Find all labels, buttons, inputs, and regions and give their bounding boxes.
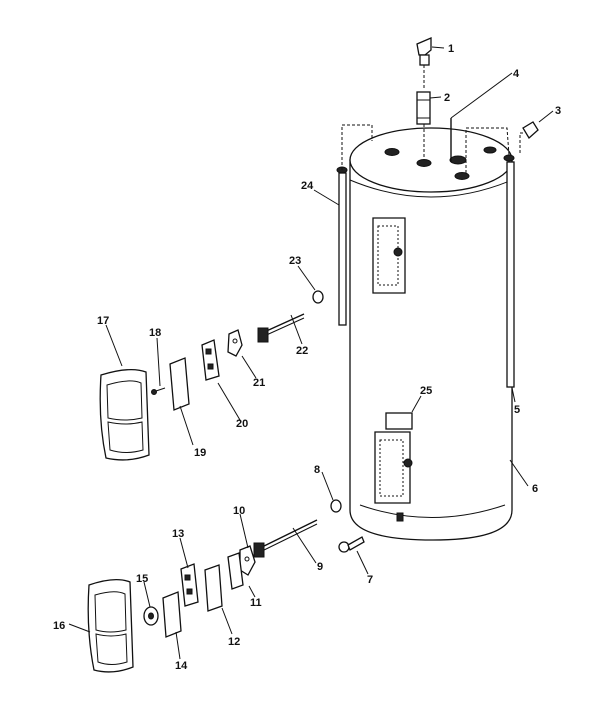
upper-screw bbox=[151, 387, 166, 395]
callout-2: 2 bbox=[444, 92, 450, 104]
heat-trap-nipple bbox=[416, 91, 431, 125]
callout-24: 24 bbox=[301, 180, 314, 192]
callout-25: 25 bbox=[420, 385, 432, 397]
callout-8: 8 bbox=[314, 464, 320, 476]
lower-element-bracket bbox=[239, 545, 256, 576]
lower-plug bbox=[143, 606, 159, 626]
callout-16: 16 bbox=[53, 620, 65, 632]
upper-access-cover bbox=[99, 368, 150, 461]
lower-access-cover bbox=[87, 578, 134, 673]
lower-heating-element bbox=[253, 519, 318, 558]
lower-insulation-pad bbox=[204, 564, 223, 612]
callout-13: 13 bbox=[172, 528, 184, 540]
callout-19: 19 bbox=[194, 447, 206, 459]
callout-4: 4 bbox=[513, 68, 520, 80]
callout-5: 5 bbox=[514, 404, 520, 416]
upper-element-bracket bbox=[227, 329, 243, 357]
upper-thermostat bbox=[201, 339, 220, 381]
callout-18: 18 bbox=[149, 327, 161, 339]
relief-valve bbox=[416, 37, 432, 66]
callout-23: 23 bbox=[289, 255, 301, 267]
callout-1: 1 bbox=[448, 43, 454, 55]
callout-15: 15 bbox=[136, 573, 148, 585]
drain-valve bbox=[338, 536, 365, 553]
callout-6: 6 bbox=[532, 483, 538, 495]
upper-heating-element bbox=[257, 313, 305, 343]
callout-20: 20 bbox=[236, 418, 248, 430]
callout-10: 10 bbox=[233, 505, 245, 517]
callout-17: 17 bbox=[97, 315, 109, 327]
upper-insulation-pad bbox=[169, 357, 190, 411]
lower-thermostat bbox=[227, 552, 244, 590]
callout-7: 7 bbox=[367, 574, 373, 586]
upper-gasket bbox=[312, 290, 324, 304]
callout-9: 9 bbox=[317, 561, 323, 573]
assembly-lines-top bbox=[341, 65, 523, 173]
lower-insulation-block bbox=[162, 591, 182, 638]
nipple-3 bbox=[522, 121, 539, 140]
callout-3: 3 bbox=[555, 105, 561, 117]
callout-22: 22 bbox=[296, 345, 308, 357]
leader-lines bbox=[68, 46, 554, 660]
callout-21: 21 bbox=[253, 377, 265, 389]
dip-tube-right bbox=[503, 154, 515, 388]
dip-tube-left bbox=[336, 166, 348, 326]
callout-12: 12 bbox=[228, 636, 240, 648]
callout-numbers: 1 2 3 4 5 6 7 8 9 10 11 12 13 14 15 16 1… bbox=[53, 43, 561, 672]
callout-11: 11 bbox=[250, 597, 262, 609]
lower-control-thermostat bbox=[180, 563, 199, 607]
callout-14: 14 bbox=[175, 660, 188, 672]
lower-gasket bbox=[330, 499, 342, 513]
tank-body bbox=[349, 127, 513, 541]
